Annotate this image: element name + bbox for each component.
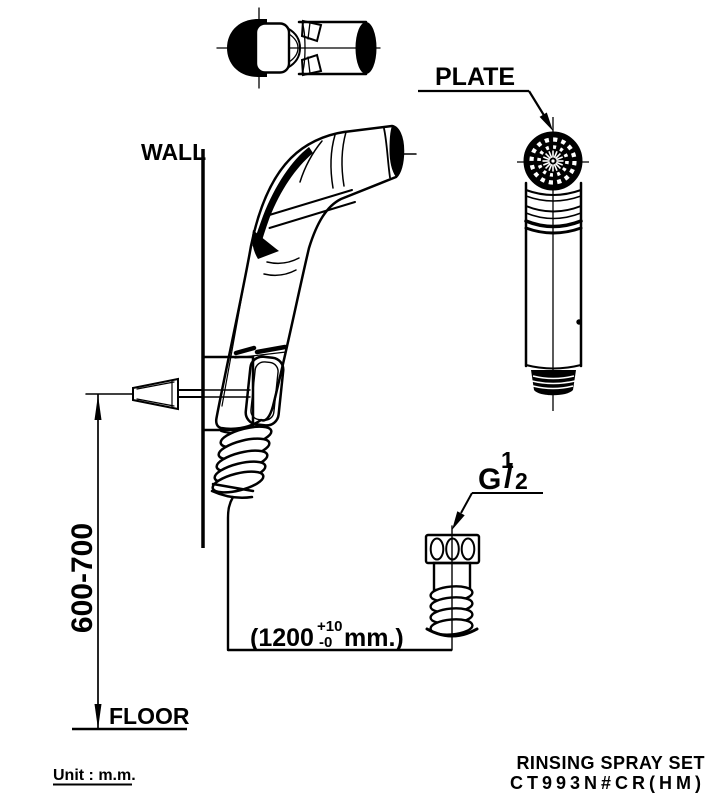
hose-line (226, 495, 235, 652)
inlet-fitting (424, 525, 481, 651)
sprayer-side-view (210, 124, 417, 652)
thread-end (531, 370, 576, 396)
trigger-bottom-wedge (252, 230, 279, 259)
neck-collar-line-1 (330, 134, 336, 189)
sprayer-top-view (216, 7, 381, 89)
grip-ridge-2 (263, 269, 297, 277)
thread-grooves (531, 375, 576, 390)
swivel-joint-inner-arc (288, 33, 299, 63)
head-ring-4 (525, 212, 582, 220)
trigger-wing-bottom-line (307, 56, 311, 75)
front-view-body (524, 181, 583, 370)
grip-collar-band-right (254, 344, 288, 355)
head-ring-5 (524, 219, 583, 229)
product-code: CT993N#CR(HM) (510, 773, 705, 793)
unit-note-text: Unit : m.m. (53, 767, 136, 784)
thread-denominator: 2 (515, 468, 528, 494)
anchor-inner-line-top (136, 381, 175, 390)
end-cap-seam (383, 127, 391, 179)
spray-head-cap (254, 22, 291, 74)
hose-strain-coil (211, 425, 273, 494)
body-seam-line-1 (265, 189, 353, 217)
head-ring-1 (525, 189, 582, 196)
title-block: RINSING SPRAY SET CT993N#CR(HM) (510, 753, 705, 793)
handle-end-cap (389, 126, 403, 177)
thread-letter: G (478, 463, 501, 496)
height-dimension: 600-700 (66, 394, 102, 729)
swivel-joint-arc (287, 27, 302, 69)
grip-collar-band-left (233, 345, 257, 356)
head-ring-3 (525, 205, 582, 213)
handle-seam-arc (301, 21, 306, 75)
hose-length-tolerance-plus: +10 (317, 618, 342, 635)
plate-leader-diagonal (528, 90, 546, 118)
thread-callout: G 1 / 2 (452, 447, 543, 530)
mount-height-value: 600-700 (66, 523, 99, 633)
coil-flare-line-1 (211, 482, 255, 493)
product-name: RINSING SPRAY SET (516, 753, 705, 773)
nozzle-center-starburst-icon (541, 149, 565, 173)
body-side-dot (576, 319, 582, 325)
bracket-cup (244, 355, 285, 427)
thread-arrowhead-icon (452, 511, 465, 530)
hose-length-tolerance-minus: -0 (319, 634, 332, 651)
grip-ridge-1 (266, 257, 300, 265)
wall-reference: WALL (141, 139, 206, 548)
thread-numerator: 1 (501, 447, 514, 473)
floor-label: FLOOR (109, 703, 190, 729)
head-ring-2 (525, 195, 582, 202)
body-seam-line-2 (268, 201, 356, 229)
neck-collar-line-2 (341, 131, 347, 187)
dimension-arrow-down-icon (94, 704, 102, 729)
wall-label: WALL (141, 139, 206, 165)
nozzle-inner-hole-ring (537, 145, 569, 177)
nut-oval-1 (429, 537, 445, 561)
handle-end-ellipse (355, 22, 377, 74)
trigger-wing-top (300, 19, 323, 43)
bend-inner-line (299, 140, 323, 183)
floor-reference: FLOOR (72, 703, 190, 731)
nozzle-outer-hole-ring (529, 137, 577, 185)
trigger-wing-bottom (300, 53, 323, 77)
hose-length-dimension: (1200 +10 -0 mm.) (228, 618, 452, 652)
plate-callout: PLATE (418, 63, 553, 131)
nut-oval-3 (460, 537, 476, 561)
trigger-wing-top-line (307, 21, 311, 40)
hose-length-suffix: mm.) (344, 624, 404, 652)
dimension-arrow-up-icon (94, 395, 102, 420)
unit-note: Unit : m.m. (53, 767, 136, 786)
plate-label: PLATE (435, 63, 515, 91)
body-bottom-arc (525, 364, 582, 370)
plate-arrowhead-icon (539, 112, 553, 131)
head-ring-6 (524, 226, 583, 235)
anchor-inner-line-bottom (136, 398, 175, 407)
sprayer-front-view (517, 117, 589, 411)
thread-leader-diagonal (460, 492, 473, 514)
thread-slash: / (504, 457, 513, 494)
grip-collar-thin-line (234, 351, 287, 359)
hose-length-prefix: (1200 (250, 624, 314, 652)
wall-anchor-cone (132, 377, 179, 411)
body-inner-line (221, 261, 249, 407)
